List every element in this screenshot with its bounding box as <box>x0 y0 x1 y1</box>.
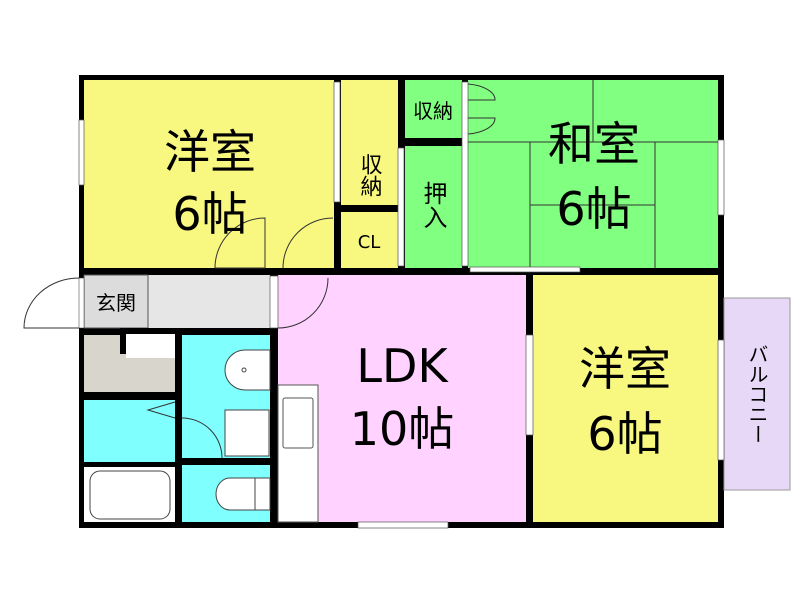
ldk-door-swing <box>277 277 329 329</box>
entrance-door-swing <box>23 277 80 329</box>
closet-door-swing <box>282 217 334 269</box>
wash-basin <box>224 349 271 391</box>
kitchen-sink <box>282 397 314 449</box>
storage-door-swing <box>467 83 496 135</box>
closet-label: CL <box>358 232 381 253</box>
storage-1-label: 収納 <box>357 153 383 197</box>
oshiire-label: 押入 <box>419 181 447 229</box>
entrance-floor <box>83 274 149 329</box>
western-1-door-swing <box>214 217 266 269</box>
balcony-label: バルコニー <box>745 344 769 444</box>
western-2-size: 6帖 <box>587 407 662 461</box>
lavatory-door-swing <box>181 417 223 459</box>
japanese-room-size: 6帖 <box>556 182 631 236</box>
washing-machine <box>224 409 270 457</box>
washroom-door <box>146 401 176 419</box>
western-room-2 <box>533 275 718 522</box>
ldk-name: LDK <box>356 339 449 393</box>
western-1-name: 洋室 <box>164 125 256 179</box>
entrance-label: 玄関 <box>96 291 136 315</box>
western-2-name: 洋室 <box>579 342 671 396</box>
toilet-icon <box>215 477 271 511</box>
tatami-lines <box>468 80 718 268</box>
storage-1 <box>341 80 398 205</box>
closet <box>341 212 398 268</box>
ldk <box>278 275 526 522</box>
western-1-size: 6帖 <box>172 187 247 241</box>
storage-2 <box>405 80 462 138</box>
storage-2-label: 収納 <box>413 99 453 123</box>
entrance-door[interactable] <box>78 277 85 329</box>
oshiire <box>405 146 462 268</box>
cabinet <box>126 334 175 358</box>
balcony <box>723 297 791 491</box>
ldk-size: 10帖 <box>350 402 455 456</box>
western-room-1 <box>84 80 334 268</box>
washroom <box>84 400 175 462</box>
bathtub <box>89 470 171 520</box>
japanese-room-name: 和室 <box>548 117 640 171</box>
windows <box>78 81 725 529</box>
